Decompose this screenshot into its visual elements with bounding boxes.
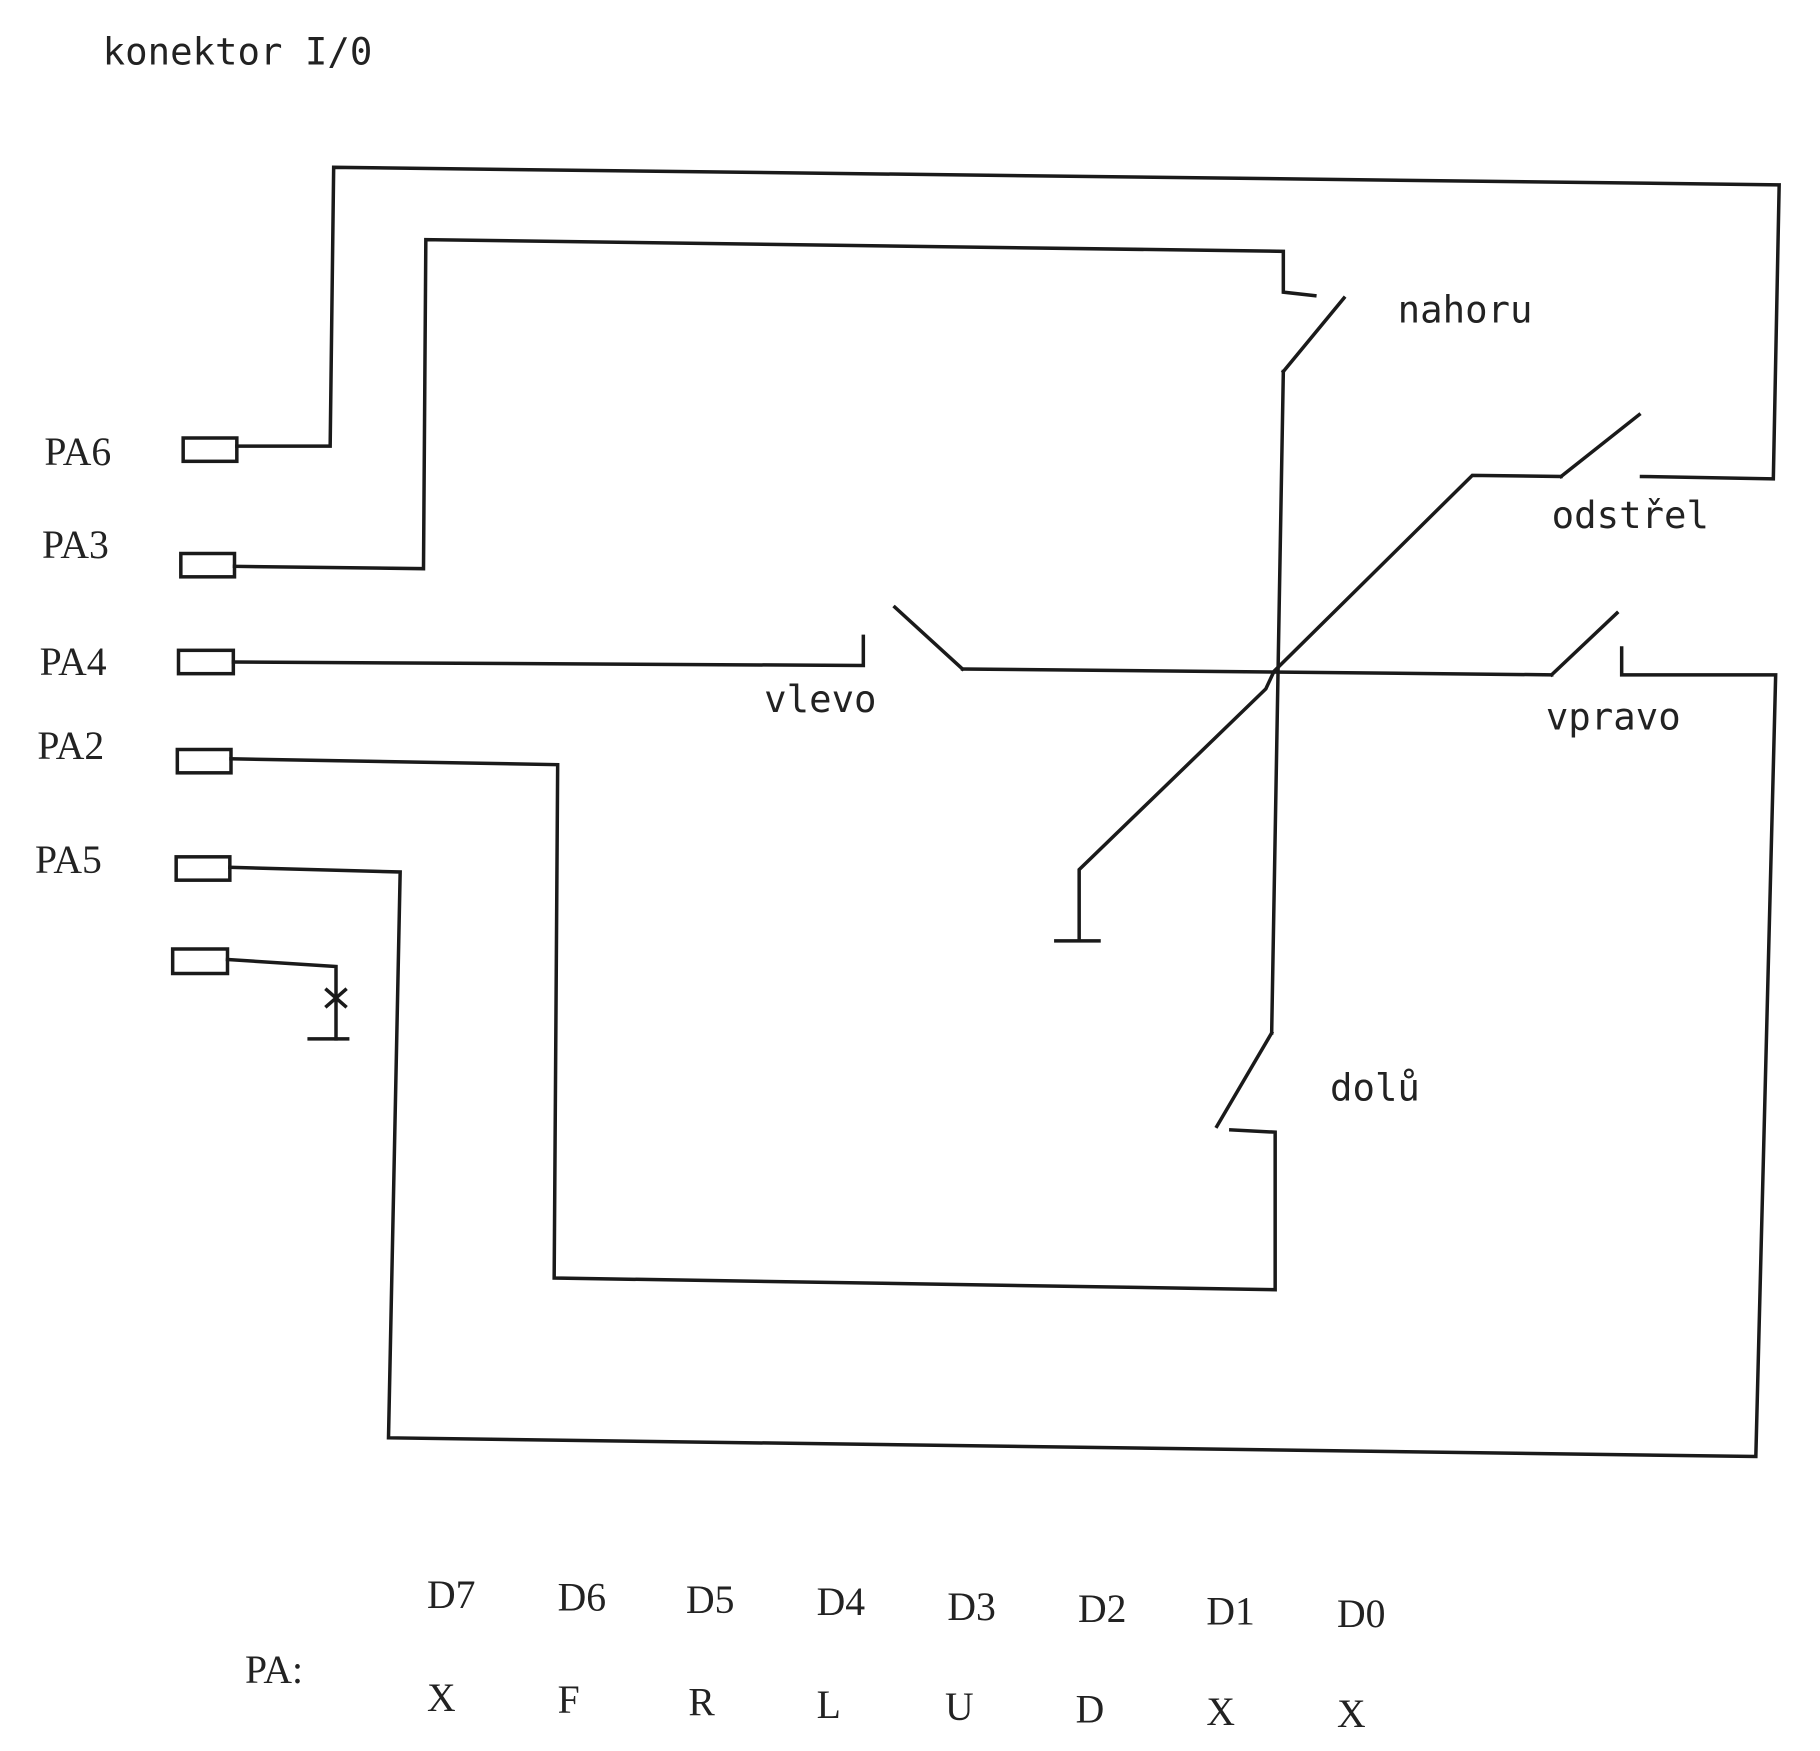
wire-common-horizontal — [960, 667, 1554, 677]
port-label-pa3: PA3 — [42, 523, 109, 567]
wire-pa6 — [235, 165, 1781, 481]
switch-right-blade — [1549, 610, 1620, 678]
table-values: X F R L U D X X — [427, 1676, 1366, 1736]
pin-pa3 — [179, 551, 237, 579]
table-header: D4 — [817, 1580, 866, 1624]
port-label-pa2: PA2 — [37, 724, 104, 768]
wire-pa3 — [232, 237, 1317, 571]
label-vpravo: vpravo — [1546, 695, 1681, 739]
table-value: D — [1076, 1688, 1105, 1732]
table-value: X — [1337, 1692, 1366, 1736]
switch-left-blade — [892, 604, 965, 672]
switch-up-blade — [1280, 295, 1347, 374]
port-label-pa5: PA5 — [35, 838, 102, 882]
wire-common-vertical — [1269, 369, 1286, 1035]
pin-pa4 — [176, 648, 236, 676]
table-header: D7 — [427, 1573, 475, 1617]
component-symbol — [324, 987, 348, 1009]
label-vlevo: vlevo — [764, 677, 876, 721]
label-nahoru: nahoru — [1398, 288, 1533, 332]
table-value: X — [427, 1676, 456, 1720]
table-header: D0 — [1337, 1592, 1385, 1636]
table-header: D6 — [558, 1576, 606, 1620]
pin-pa5 — [174, 855, 232, 882]
wire-pa2 — [229, 757, 1277, 1292]
label-dolu: dolů — [1330, 1066, 1420, 1110]
table-header: D3 — [947, 1585, 995, 1629]
pin-pa6 — [181, 436, 239, 464]
table-header: D1 — [1206, 1590, 1254, 1634]
table-header: D5 — [686, 1578, 734, 1622]
table-value: L — [817, 1683, 841, 1727]
wire-ground-pin — [225, 957, 338, 1041]
pin-ground — [170, 947, 230, 976]
port-label-pa4: PA4 — [40, 640, 107, 684]
table-row-label: PA: — [245, 1648, 303, 1692]
port-label-pa6: PA6 — [44, 430, 111, 474]
table-value: X — [1206, 1690, 1235, 1734]
table-value: F — [558, 1678, 580, 1722]
table-header: D2 — [1078, 1587, 1126, 1631]
table-value: R — [688, 1681, 715, 1725]
switch-fire-blade — [1558, 412, 1642, 479]
wire-pa4 — [231, 634, 866, 668]
pin-pa2 — [175, 747, 233, 775]
label-odstrel: odstřel — [1552, 493, 1709, 537]
wire-common-diagonal — [1077, 473, 1563, 942]
table-headers: D7 D6 D5 D4 D3 D2 D1 D0 — [427, 1573, 1385, 1636]
diagram-title: konektor I/0 — [103, 30, 373, 74]
wire-pa5 — [228, 646, 1778, 1459]
switch-down-blade — [1214, 1030, 1275, 1129]
table-value: U — [945, 1685, 974, 1729]
